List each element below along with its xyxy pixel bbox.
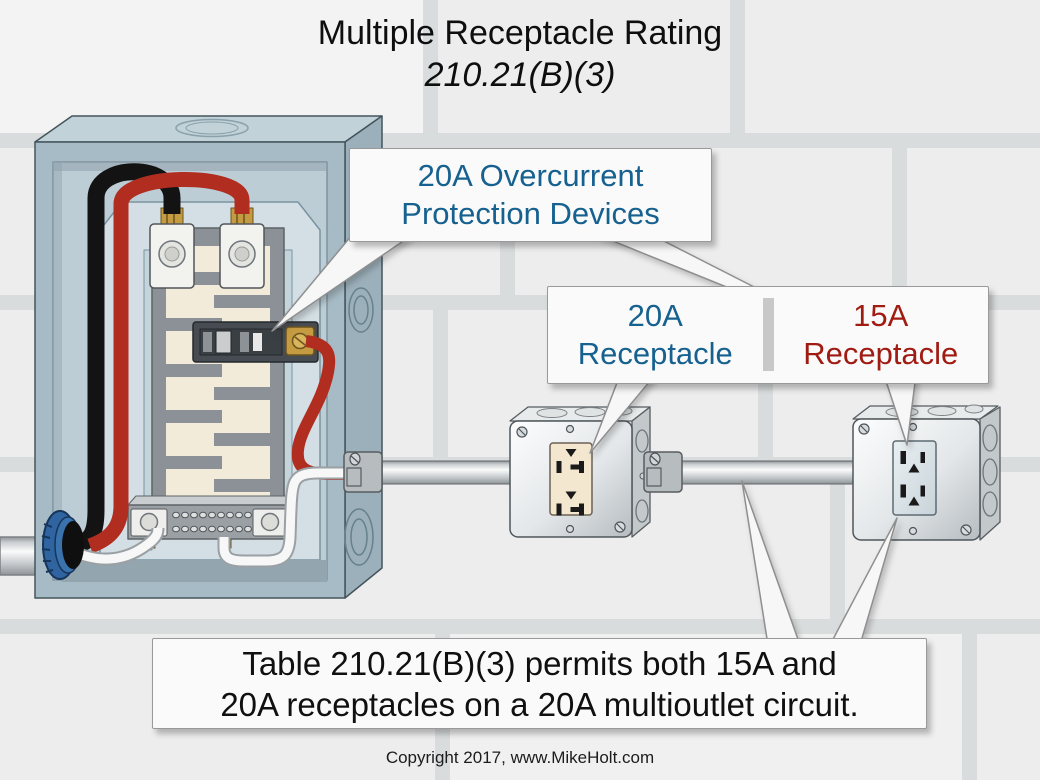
callout-20a-receptacle: 20A Receptacle: [548, 297, 763, 373]
receptacle-15a: [892, 440, 937, 516]
caption-line-1: Table 210.21(B)(3) permits both 15A and: [242, 644, 837, 682]
receptacle-box-15a: [852, 404, 1001, 541]
callout-15a-receptacle: 15A Receptacle: [774, 297, 989, 373]
callout-20a-amps: 20A: [627, 298, 683, 333]
title-line-1: Multiple Receptacle Rating: [317, 14, 723, 52]
feeder-wires: [76, 163, 250, 554]
conduit-bushing: [41, 510, 84, 580]
callout-divider: [762, 298, 774, 371]
circuit-breaker: [192, 321, 319, 363]
caption-box: Table 210.21(B)(3) permits both 15A and …: [152, 638, 927, 729]
circuit-conduit: [377, 460, 857, 485]
callout-20a-label: Receptacle: [577, 336, 733, 371]
callout-receptacles: 20A Receptacle 15A Receptacle: [547, 286, 989, 384]
panel-conduit-connector: [343, 451, 383, 493]
callout-15a-amps: 15A: [853, 298, 909, 333]
callout-15a-label: Receptacle: [803, 336, 959, 371]
copyright-notice: Copyright 2017, www.MikeHolt.com: [385, 748, 655, 767]
caption-line-2: 20A receptacles on a 20A multioutlet cir…: [220, 685, 859, 723]
callout-ocpd-line-1: 20A Overcurrent: [417, 158, 644, 193]
box-conduit-connector: [643, 451, 683, 493]
callout-ocpd: 20A Overcurrent Protection Devices: [349, 148, 712, 242]
panelboard: [34, 115, 383, 599]
feeder-conduit: [0, 536, 39, 576]
page-title: Multiple Receptacle Rating 210.21(B)(3): [0, 12, 1040, 96]
receptacle-20a: [549, 442, 593, 516]
title-line-2: 210.21(B)(3): [424, 56, 616, 94]
main-lugs: [149, 207, 265, 289]
branch-wires: [69, 335, 356, 568]
callout-ocpd-line-2: Protection Devices: [401, 196, 660, 231]
receptacle-box-20a: [509, 406, 683, 538]
panel-knockouts: [344, 287, 374, 566]
